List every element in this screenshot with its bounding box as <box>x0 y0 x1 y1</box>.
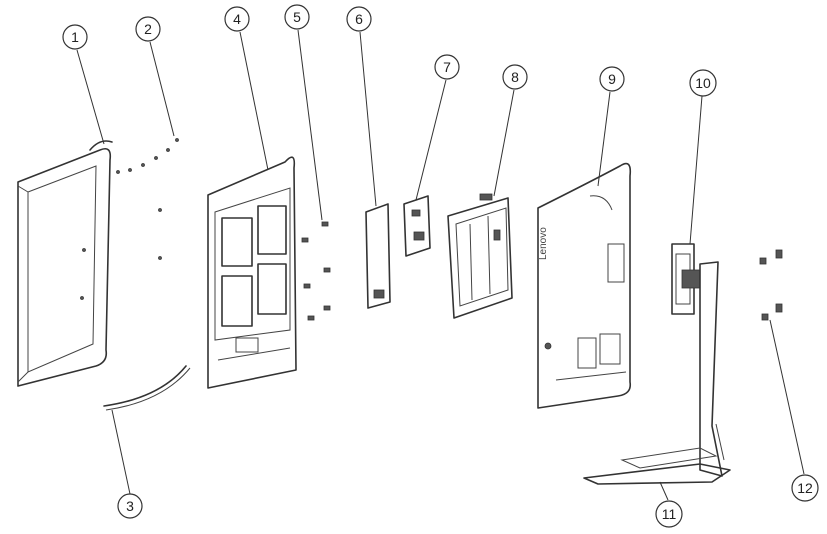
callout-3: 3 <box>117 493 143 519</box>
callout-5: 5 <box>284 4 310 30</box>
callout-9: 9 <box>599 66 625 92</box>
callout-12: 12 <box>791 474 819 502</box>
callout-11: 11 <box>655 500 683 528</box>
callout-label: 12 <box>797 480 813 496</box>
callout-label: 9 <box>608 71 616 87</box>
callout-label: 3 <box>126 498 134 514</box>
callout-label: 1 <box>71 29 79 45</box>
screws-small <box>301 221 331 321</box>
callout-2: 2 <box>135 16 161 42</box>
hinge-plate <box>671 243 701 315</box>
callout-label: 5 <box>293 9 301 25</box>
callout-label: 6 <box>355 11 363 27</box>
callout-label: 7 <box>443 59 451 75</box>
curved-strip <box>103 365 191 411</box>
callout-6: 6 <box>346 6 372 32</box>
callout-label: 11 <box>662 506 677 522</box>
callout-label: 10 <box>695 75 711 91</box>
main-board <box>403 195 431 257</box>
callout-label: 4 <box>233 11 241 27</box>
callout-10: 10 <box>689 69 717 97</box>
middle-frame <box>207 156 297 389</box>
callout-7: 7 <box>434 54 460 80</box>
callout-label: 2 <box>144 21 152 37</box>
brand-mark: Lenovo <box>538 227 549 260</box>
metal-shield <box>447 193 513 319</box>
front-bezel <box>17 140 120 387</box>
callout-8: 8 <box>502 64 528 90</box>
screws-large <box>759 249 783 321</box>
callout-4: 4 <box>224 6 250 32</box>
power-board <box>365 203 391 309</box>
callout-label: 8 <box>511 69 519 85</box>
callout-1: 1 <box>62 24 88 50</box>
stand-base <box>583 261 731 485</box>
rear-cover: Lenovo <box>537 162 632 409</box>
leader-lines <box>76 29 805 501</box>
screw-row <box>128 138 179 260</box>
